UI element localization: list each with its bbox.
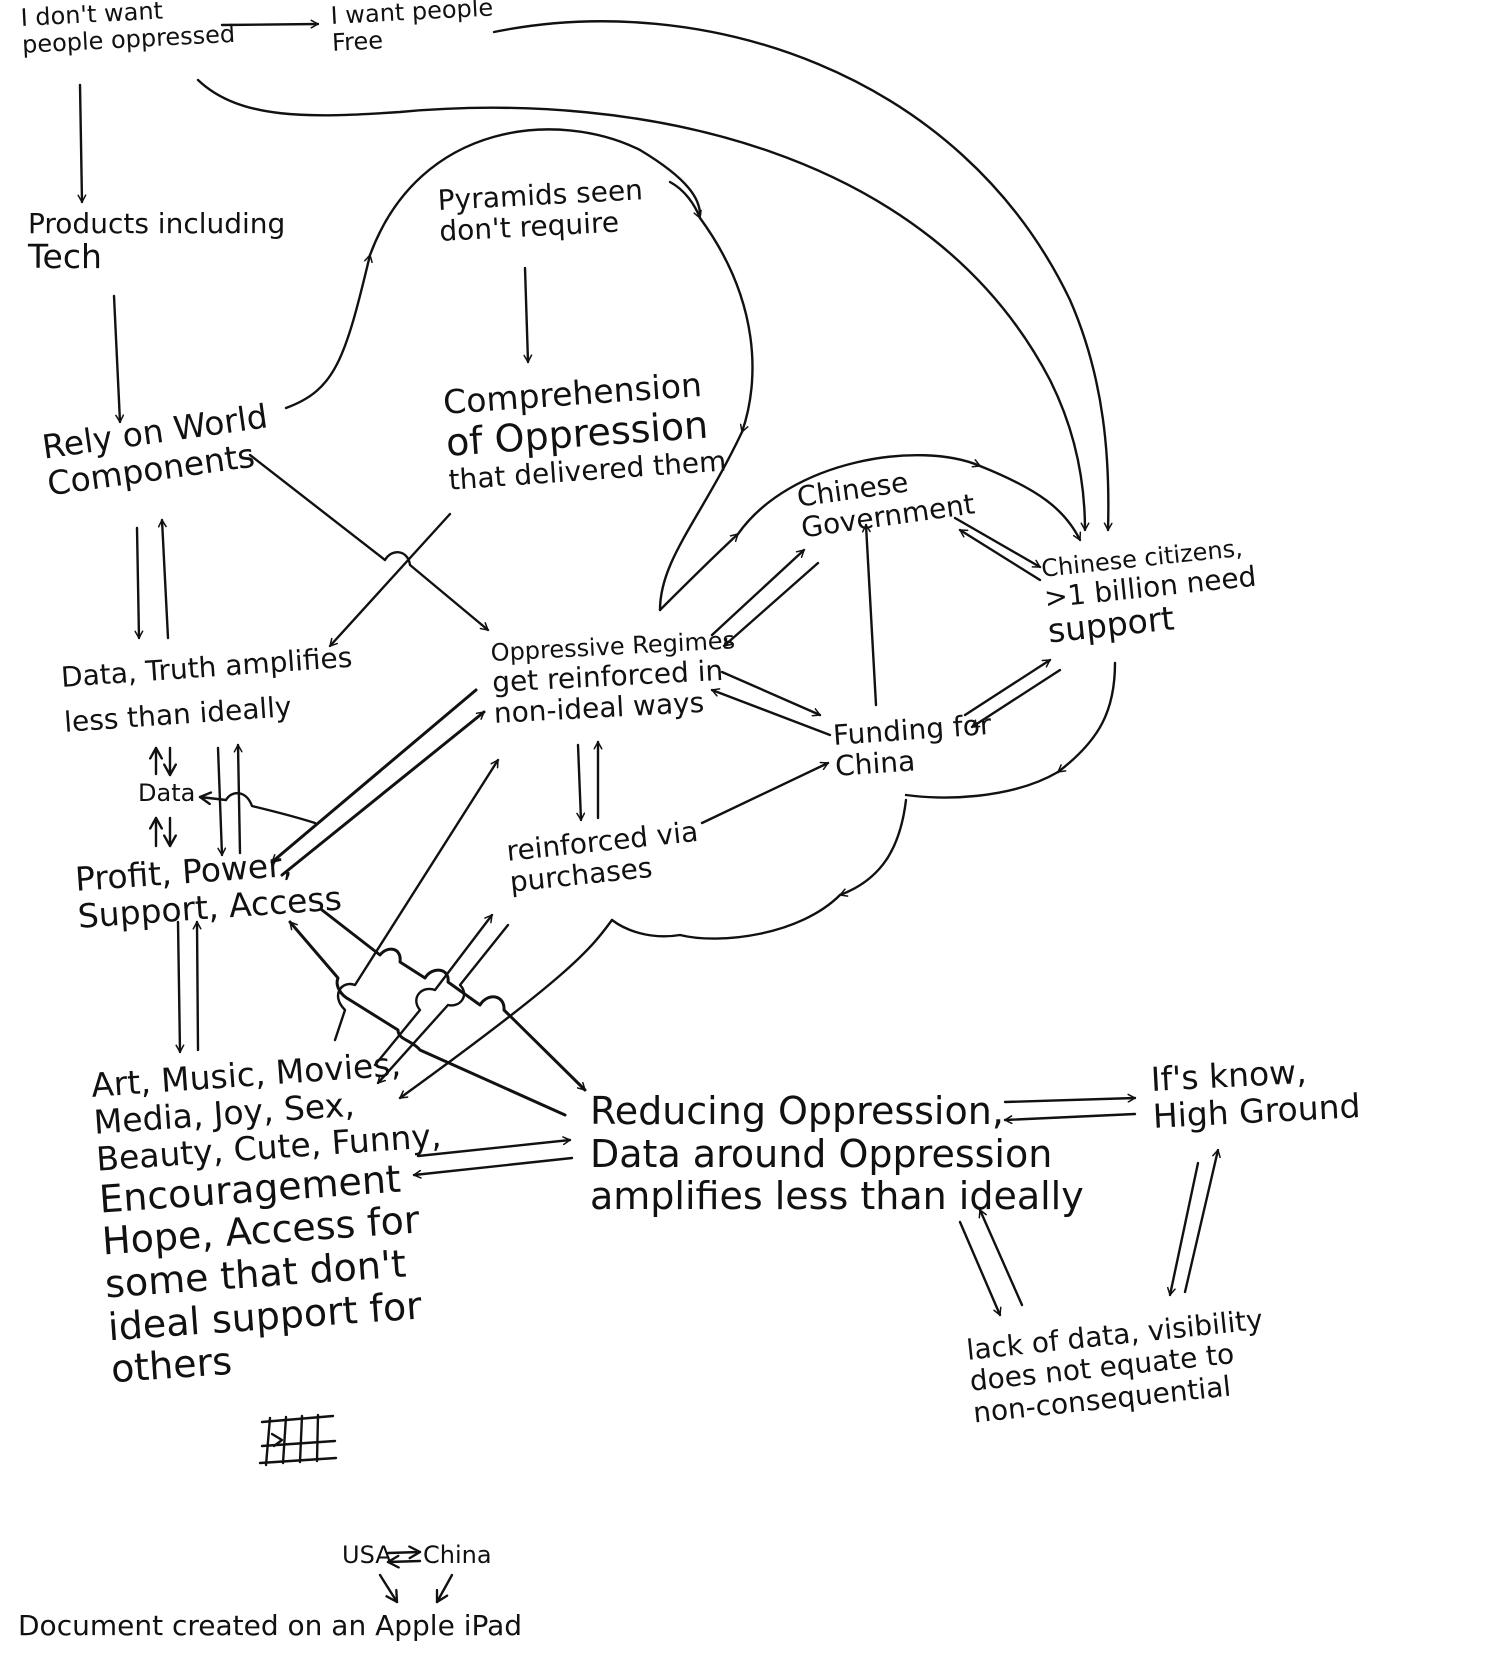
node-want-free: I want people Free (330, 0, 495, 57)
arrow-china-to-ipad (435, 1573, 454, 1604)
arrow-art-to-regimes (333, 758, 500, 1042)
arrow-art-to-profit (192, 920, 202, 1052)
arrow-oppressed-to-citizens (196, 78, 1090, 532)
node-data-small: Data (138, 780, 195, 807)
node-oppressive-regimes: Oppressive Regimes get reinforced in non… (490, 626, 739, 730)
node-products-tech-line1: Products including (28, 207, 286, 240)
arrow-citizens-to-government (958, 528, 1042, 582)
arrow-cloud-right (1056, 661, 1117, 774)
node-data-small-text: Data (138, 779, 196, 807)
arrow-line-to-data (198, 791, 317, 825)
node-china-small-text: China (423, 1541, 492, 1569)
arrow-oppressed-to-free (220, 19, 320, 29)
arrow-cloud-bottom (838, 798, 908, 897)
arrow-profit-to-art (175, 920, 185, 1054)
arrow-cloud-to-art (398, 918, 614, 1100)
arrow-data-truth-to-profit (216, 746, 227, 857)
node-products-tech-line2: Tech (28, 237, 102, 277)
arrow-regimes-to-government (710, 548, 806, 637)
arrow-art-to-reducing (416, 1136, 572, 1158)
pyramid-loop-curve (368, 128, 702, 257)
node-reducing-oppression: Reducing Oppression, Data around Oppress… (590, 1090, 1084, 1218)
arrow-comprehension-to-data-truth (328, 512, 452, 648)
arrow-purchases-to-art (376, 923, 510, 1085)
arrow-regimes-to-profit (270, 688, 478, 864)
arrow-lack-to-high-ground (1183, 1148, 1221, 1294)
node-reducing-oppression-line3: amplifies less than ideally (590, 1174, 1084, 1219)
arrow-profit-to-data-truth (233, 743, 243, 855)
arrow-oppressed-to-products (77, 83, 87, 204)
cloud-bottom-loop (610, 893, 842, 940)
arrow-china-to-usa (386, 1554, 422, 1569)
arrow-funding-to-regimes (710, 688, 832, 737)
arrow-rely-to-loop (284, 253, 373, 410)
node-art-music: Art, Music, Movies, Media, Joy, Sex, Bea… (90, 1044, 457, 1391)
arrow-reducing-to-lack (958, 1220, 1002, 1317)
arrow-loop-right-side (698, 216, 754, 434)
arrow-lack-to-reducing (978, 1208, 1024, 1307)
node-pyramids: Pyramids seen don't require (437, 173, 645, 248)
node-funding-china: Funding for China (832, 708, 995, 783)
arrow-reducing-to-art (412, 1156, 574, 1179)
arrow-regimes-to-purchases (576, 743, 586, 822)
footer-caption: Document created on an Apple iPad (18, 1609, 523, 1642)
node-comprehension: Comprehension of Oppression that deliver… (442, 365, 727, 496)
arrow-funding-to-government (861, 523, 878, 707)
arrow-reducing-to-high-ground (1003, 1093, 1137, 1104)
node-high-ground: If's know, High Ground (1150, 1051, 1361, 1136)
arrow-high-ground-to-lack (1166, 1161, 1200, 1297)
arrow-high-ground-to-reducing (1003, 1112, 1137, 1125)
arrow-products-to-rely (112, 294, 125, 424)
arrow-art-to-purchases (373, 913, 494, 1067)
node-usa-text: USA (342, 1541, 392, 1569)
footer-caption-text: Document created on an Apple iPad (18, 1609, 523, 1642)
arrow-cloud-top (736, 454, 982, 536)
arrow-usa-to-ipad (378, 1573, 399, 1604)
arrow-rely-to-regimes (248, 453, 490, 632)
loop-right-descend (658, 430, 744, 612)
arrow-government-to-citizens (953, 516, 1042, 569)
arrow-loop-down-right (668, 180, 702, 220)
cloud-right-bottom (904, 770, 1060, 799)
arrow-free-to-citizens (492, 20, 1113, 532)
arrow-purchases-to-funding (700, 761, 830, 825)
node-reducing-oppression-line1: Reducing Oppression, (590, 1089, 1004, 1133)
arrow-cloud-to-government (658, 532, 740, 612)
arrow-profit-to-regimes (280, 710, 486, 877)
arrow-funding-to-citizens (963, 658, 1052, 717)
arrow-cloud-top-to-citizens (978, 464, 1082, 542)
node-reducing-oppression-line2: Data around Oppression (590, 1131, 1053, 1176)
arrow-usa-to-china (386, 1545, 422, 1560)
arrow-rely-to-data-truth (134, 526, 144, 640)
node-usa: USA (342, 1542, 392, 1569)
arrow-data-truth-to-rely (157, 518, 170, 640)
arrow-government-to-regimes (722, 561, 820, 648)
prison-bars-icon (258, 1413, 338, 1467)
arrow-citizens-to-funding (970, 668, 1062, 729)
arrow-regimes-to-funding (720, 670, 822, 717)
node-china-small: China (423, 1542, 492, 1569)
node-products-tech: Products including Tech (28, 208, 285, 276)
arrow-profit-to-reducing (320, 908, 587, 1092)
arrow-pyramids-to-comprehension (523, 266, 533, 364)
